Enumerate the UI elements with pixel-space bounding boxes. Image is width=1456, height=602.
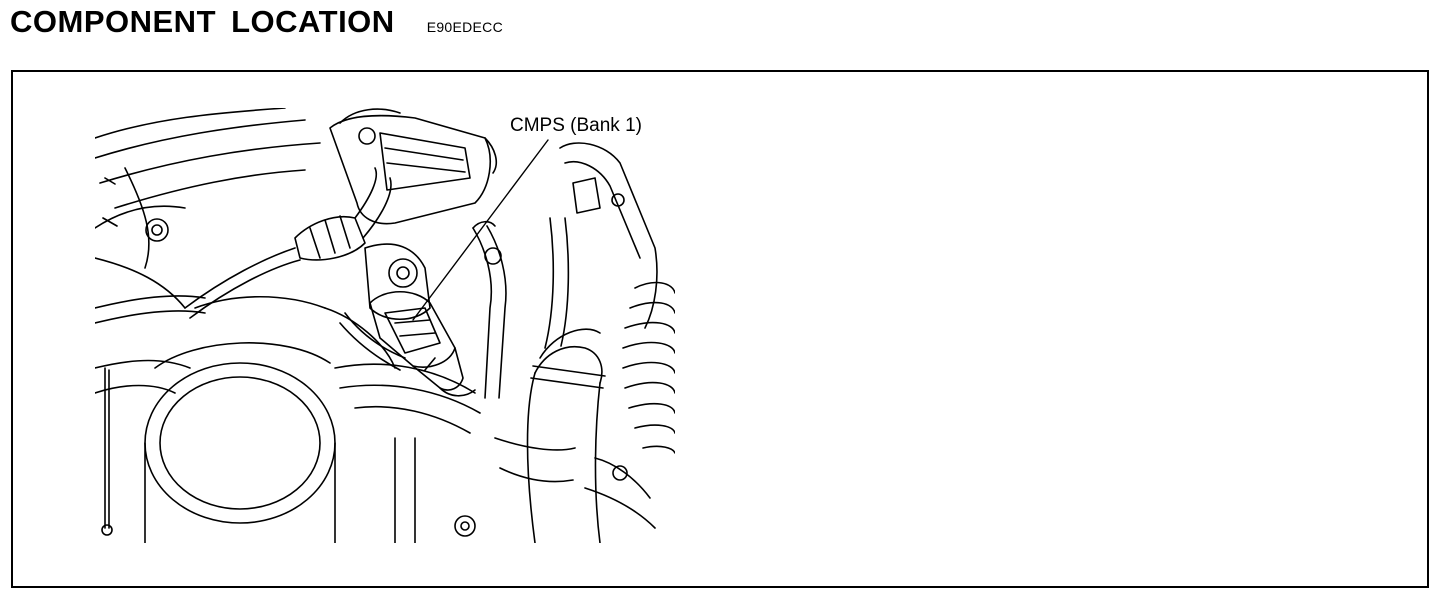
engine-illustration [95,108,675,543]
document-code: E90EDECC [426,19,504,35]
figure-frame [11,70,1429,588]
page-header: COMPONENT LOCATION E90EDECC [10,2,503,42]
cmps-bank1-callout: CMPS (Bank 1) [508,115,644,137]
page-title: COMPONENT LOCATION [10,4,395,39]
